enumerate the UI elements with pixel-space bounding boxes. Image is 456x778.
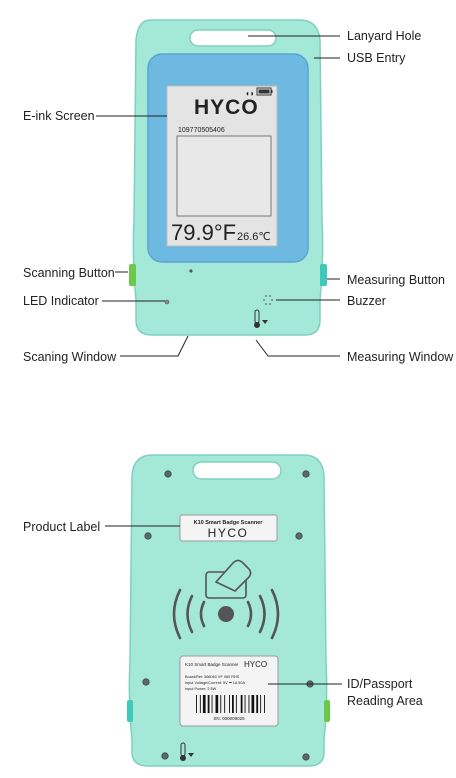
back-side-button-right <box>324 700 330 722</box>
back-lanyard-hole <box>192 461 282 480</box>
product-label <box>179 514 278 542</box>
status-icons: ◖◗ <box>245 87 273 98</box>
back-side-button-left <box>127 700 133 722</box>
reading-label-line1: Board/Ref: 566060 VF 060 RHS <box>185 675 240 679</box>
barcode-bar <box>229 695 230 713</box>
back-view: K10 Smart Badge Scanner HYCO K10 Smart B… <box>23 454 423 767</box>
front-dot <box>189 269 193 273</box>
reading-label-line2: Input Voltage/Current: 5V ⎓ 1A 50A <box>185 681 245 685</box>
reading-label-line3: Input Power: 2.5W <box>185 687 217 691</box>
back-leader-lines <box>105 525 342 685</box>
barcode-bar <box>199 695 201 713</box>
barcode-bar <box>248 695 250 713</box>
product-label-title: K10 Smart Badge Scanner <box>194 520 264 526</box>
screen-brand: HYCO <box>194 96 259 119</box>
barcode-bar <box>211 695 213 713</box>
label-measuring-window: Measuring Window <box>347 350 454 364</box>
scanning-button <box>129 264 136 286</box>
label-usb-entry: USB Entry <box>347 51 406 65</box>
lanyard-hole <box>189 29 277 47</box>
label-eink-screen: E-ink Screen <box>23 109 95 123</box>
barcode-bar <box>224 695 226 713</box>
screen-temp-c: 26.6℃ <box>237 231 271 243</box>
reading-label-serial: SN: 000009025 <box>213 716 245 721</box>
nfc-waves-icon <box>172 588 280 640</box>
screw <box>161 752 169 760</box>
label-measuring-button: Measuring Button <box>347 273 445 287</box>
barcode-bar <box>196 695 197 713</box>
barcode-bar <box>251 695 255 713</box>
barcode-bar <box>260 695 262 713</box>
screw <box>295 532 303 540</box>
label-scanning-button: Scanning Button <box>23 266 115 280</box>
barcode-bar <box>256 695 259 713</box>
measuring-button <box>320 264 327 286</box>
screen-id-number: 109770505406 <box>178 127 225 134</box>
screw <box>302 753 310 761</box>
label-lanyard-hole: Lanyard Hole <box>347 29 421 43</box>
barcode-bar <box>207 695 210 713</box>
reading-label-title: K10 Smart Badge Scanner <box>185 662 239 667</box>
product-label-brand: HYCO <box>208 526 249 540</box>
barcode-bar <box>220 695 222 713</box>
back-thermometer-icon <box>180 742 194 761</box>
label-id-reading-line2: Reading Area <box>347 694 423 708</box>
screen-photo-area <box>176 135 272 217</box>
screen-temp-f: 79.9°F <box>171 220 236 245</box>
barcode-bar <box>232 695 234 713</box>
screws <box>142 470 314 761</box>
barcode-bar <box>244 695 246 713</box>
screw <box>164 470 172 478</box>
label-led-indicator: LED Indicator <box>23 294 99 308</box>
screw <box>142 678 150 686</box>
barcode-bar <box>264 695 265 713</box>
led-indicator <box>164 299 170 305</box>
label-scaning-window: Scaning Window <box>23 350 117 364</box>
label-id-reading-line1: ID/Passport <box>347 677 413 691</box>
screw <box>302 470 310 478</box>
signal-icon: ◖◗ <box>245 89 255 98</box>
front-leader-lines <box>96 35 340 357</box>
buzzer-icon <box>263 295 273 305</box>
barcode-bar <box>215 695 219 713</box>
screw <box>144 532 152 540</box>
label-product-label: Product Label <box>23 520 100 534</box>
barcode-bar <box>240 695 243 713</box>
barcode <box>196 695 265 713</box>
label-buzzer: Buzzer <box>347 294 386 308</box>
front-view: ◖◗ HYCO 109770505406 79.9°F 26.6℃ <box>23 19 454 364</box>
thermometer-icon <box>254 309 268 328</box>
card-reader-icon <box>205 559 252 599</box>
barcode-bar <box>202 695 206 713</box>
reading-label-brand: HYCO <box>244 660 267 669</box>
barcode-bar <box>235 695 237 713</box>
